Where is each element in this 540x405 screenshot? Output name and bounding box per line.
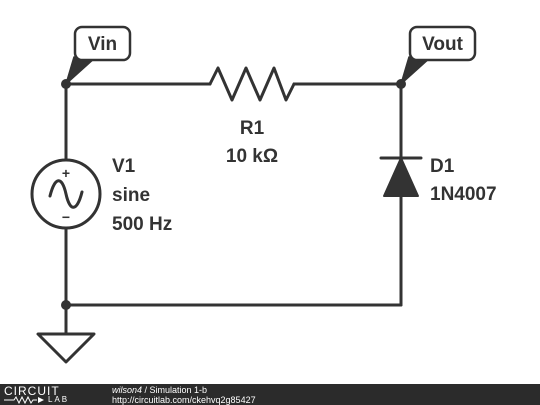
vout-node-tag[interactable]: Vout (400, 25, 477, 85)
circuitlab-logo[interactable]: CIRCUIT LAB (4, 385, 102, 404)
node-ground-dot (61, 300, 71, 310)
logo-circuit-text: CIRCUIT (4, 384, 60, 398)
resistor-symbol (208, 66, 296, 102)
circuit-url[interactable]: http://circuitlab.com/ckehvq2g85427 (112, 395, 256, 405)
diode-model: 1N4007 (430, 184, 497, 205)
source-minus-sign: − (62, 209, 70, 225)
source-name: V1 (112, 156, 136, 177)
title-separator: / (142, 385, 150, 395)
circuit-title[interactable]: Simulation 1-b (149, 385, 208, 395)
source-frequency: 500 Hz (112, 214, 172, 235)
logo-lab-text: LAB (48, 395, 70, 404)
resistor-name: R1 (240, 118, 265, 139)
ground-symbol (36, 332, 96, 364)
source-type: sine (112, 185, 150, 206)
footer-bar: CIRCUIT LAB wilson4 / Simulation 1-b htt… (0, 384, 540, 405)
resistor-value: 10 kΩ (226, 146, 278, 167)
wires (64, 82, 403, 336)
credit-block: wilson4 / Simulation 1-b http://circuitl… (112, 385, 256, 405)
author-link[interactable]: wilson4 (112, 385, 143, 395)
source-plus-sign: + (62, 165, 70, 181)
vin-node-tag[interactable]: Vin (65, 25, 132, 85)
logo-resistor-icon (4, 395, 44, 404)
diode-symbol (379, 156, 423, 197)
voltage-source-symbol (30, 158, 102, 230)
vin-label: Vin (88, 34, 117, 55)
circuit-schematic: + − Vin Vout R1 10 kΩ V1 sine 500 Hz D1 … (30, 25, 497, 364)
diode-name: D1 (430, 156, 455, 177)
vout-label: Vout (422, 34, 463, 55)
